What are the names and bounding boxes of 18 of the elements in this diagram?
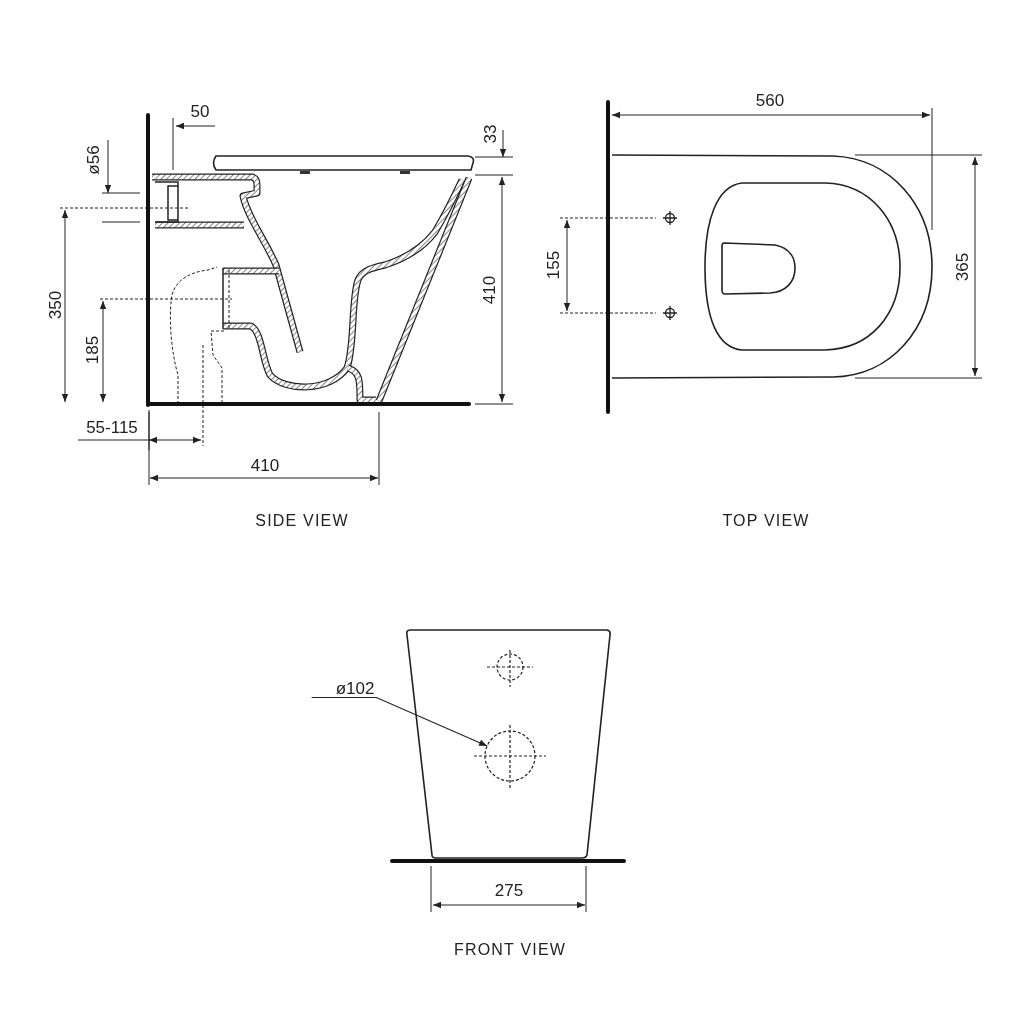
dashed-hole-circle (484, 730, 536, 782)
view-title: TOP VIEW (722, 513, 810, 529)
view-title: FRONT VIEW (453, 942, 567, 958)
dimension-label: 365 (953, 252, 971, 282)
dimension-label: 410 (480, 275, 498, 305)
dimension-label: ø102 (335, 679, 375, 697)
dimension-label: 350 (46, 290, 64, 320)
dimension-label: 155 (544, 250, 562, 280)
view-title: SIDE VIEW (255, 513, 349, 529)
dimension-label: 185 (83, 335, 101, 365)
dimension-label: 55-115 (86, 418, 138, 436)
dimension-label: 560 (755, 91, 785, 109)
leader-line (311, 696, 488, 747)
dimension-label: 275 (494, 881, 524, 899)
dimension-label: 33 (481, 124, 499, 144)
dimension-label: 50 (190, 102, 210, 120)
dimension-label: ø56 (84, 145, 102, 175)
dimension-label: 410 (250, 456, 280, 474)
